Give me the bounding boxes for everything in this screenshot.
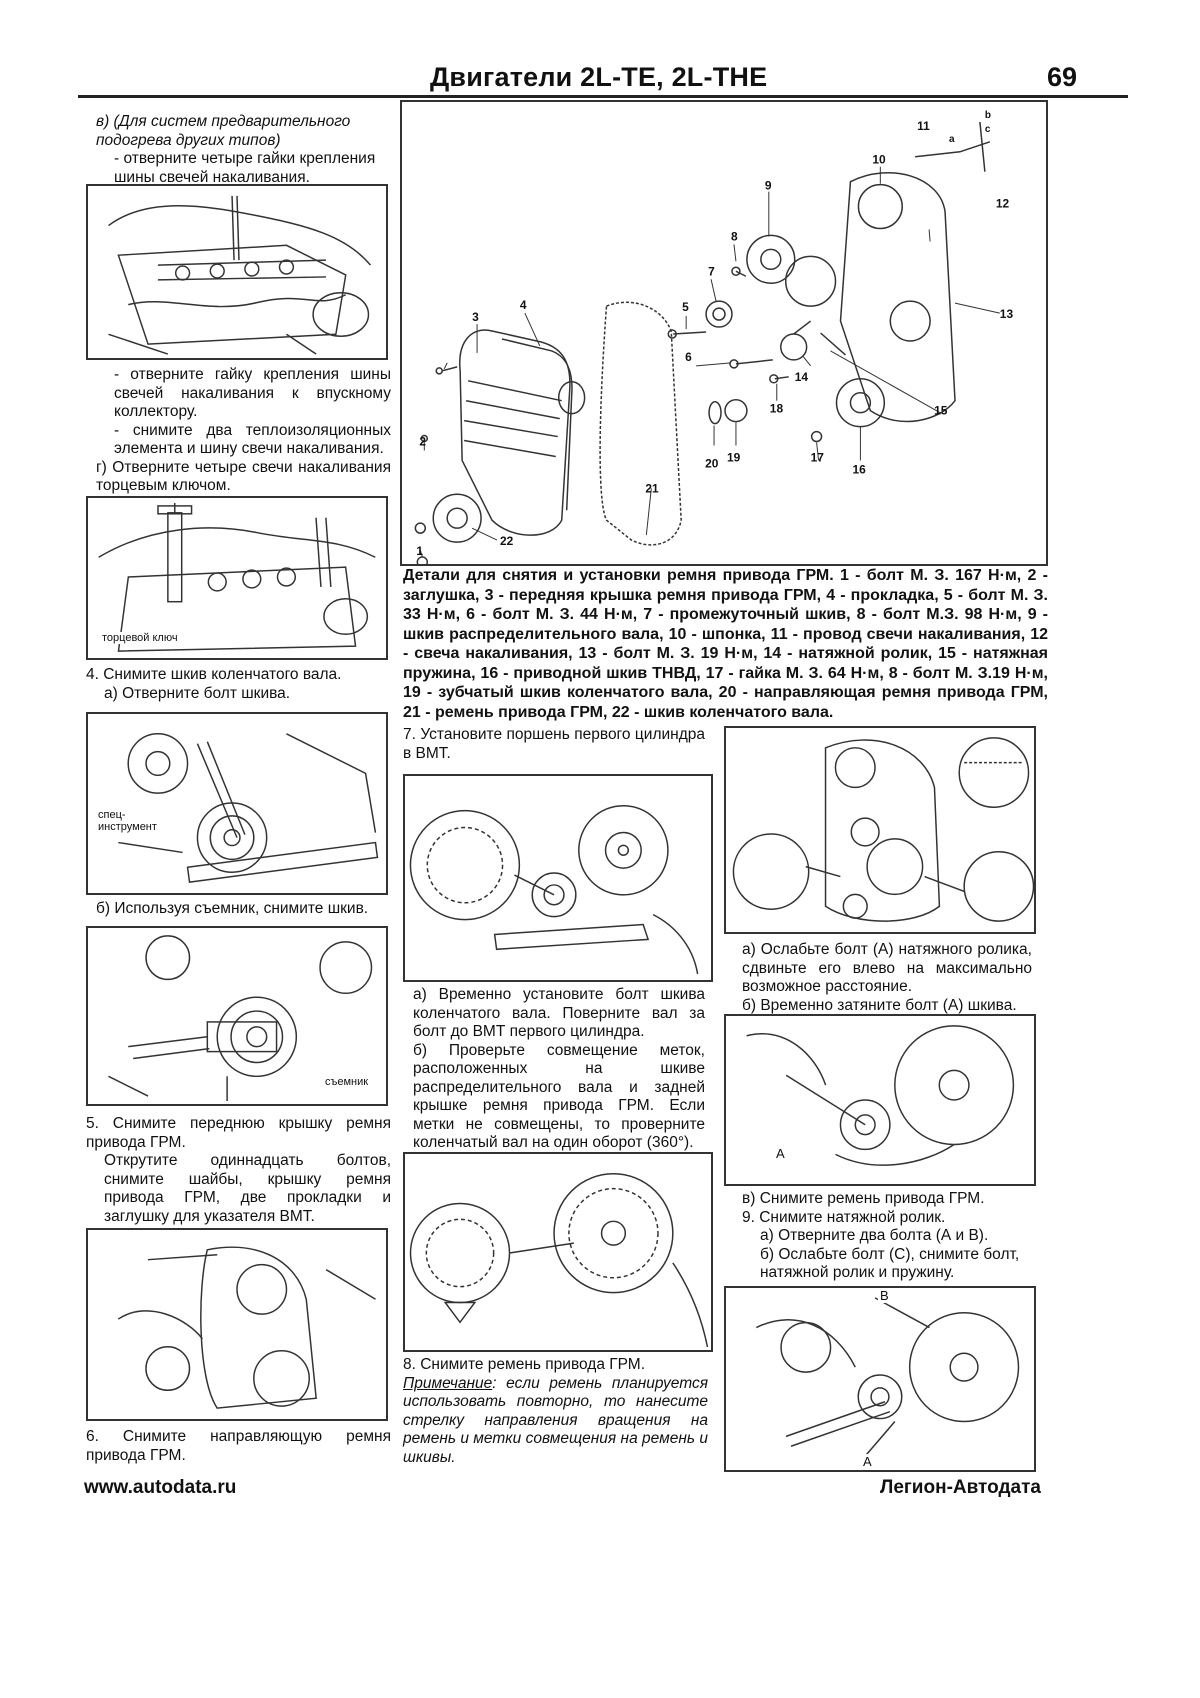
engine-illustration-7 (409, 1173, 709, 1348)
callout-3: 3 (472, 310, 479, 324)
callout-9: 9 (765, 179, 772, 193)
mid-note-text: : если ремень планируется использовать п… (403, 1374, 708, 1466)
callout-17: 17 (811, 450, 825, 464)
mid-step-7b: б) Проверьте совмещение меток, расположе… (413, 1041, 705, 1152)
callout-letter-b: b (985, 110, 991, 121)
engine-illustration-4 (108, 935, 373, 1102)
callout-18: 18 (770, 402, 784, 416)
callout-15: 15 (934, 404, 948, 418)
engine-illustration-8 (732, 737, 1034, 922)
left-step-v-cont: - отверните гайку крепления шины свечей … (96, 366, 391, 496)
engine-illustration-9 (746, 1025, 1015, 1166)
right-step-9: в) Снимите ремень привода ГРМ. 9. Снимит… (742, 1190, 1034, 1283)
figure-tensioner-bolt: A (724, 1014, 1036, 1186)
left-step-4b: б) Используя съемник, снимите шкив. (96, 900, 369, 917)
figure-remove-tensioner: B A (724, 1286, 1036, 1472)
fig2-label: торцевой ключ (100, 632, 180, 644)
figure-belt-guide (86, 1228, 388, 1421)
mid-step-8-title: 8. Снимите ремень привода ГРМ. (403, 1356, 646, 1373)
right-step-8b: б) Временно затяните болт (А) шкива. (742, 996, 1017, 1014)
right-step-9a: а) Отверните два болта (А и В). (760, 1227, 989, 1244)
left-step-g: г) Отверните четыре свечи накаливания то… (96, 458, 391, 495)
figure-pulley-bolt: спец-инструмент (86, 712, 388, 895)
callout-21: 21 (645, 481, 659, 495)
right-step-8a: а) Ослабьте болт (А) натяжного ролика, с… (742, 941, 1032, 995)
callout-14: 14 (795, 370, 809, 384)
left-step-5: 5. Снимите переднюю крышку ремня привода… (86, 1115, 391, 1226)
left-step-v: в) (Для систем предварительного подогрев… (96, 113, 391, 187)
callout-letter-c: c (985, 124, 991, 135)
right-step-9b: б) Ослабьте болт (С), снимите болт, натя… (760, 1245, 1020, 1282)
figure-exploded-timing-parts: 1 2 3 4 5 6 7 8 9 10 11 12 13 14 15 16 1… (400, 100, 1048, 566)
callout-22: 22 (500, 534, 514, 548)
engine-illustration-10 (756, 1297, 1020, 1457)
right-step-8v: в) Снимите ремень привода ГРМ. (742, 1190, 985, 1207)
right-step-9-title: 9. Снимите натяжной ролик. (742, 1208, 946, 1226)
figure-socket-wrench: торцевой ключ (86, 496, 388, 660)
left-step-6: 6. Снимите направляющую ремня привода ГР… (86, 1428, 391, 1464)
mid-step-7: 7. Установите поршень первого цилиндра в… (403, 726, 705, 762)
callout-19: 19 (727, 450, 741, 464)
left-step-v-italic: в) (Для систем предварительного подогрев… (96, 113, 351, 149)
figure-crank-tdc (403, 774, 713, 982)
callout-letter-a: a (949, 134, 955, 145)
figure-puller: съемник (86, 926, 388, 1106)
diagram-caption: Детали для снятия и установки ремня прив… (403, 567, 1048, 721)
header-rule (78, 95, 1128, 98)
left-step-5-title: 5. Снимите переднюю крышку ремня привода… (86, 1115, 391, 1151)
callout-11: 11 (917, 119, 930, 133)
callout-16: 16 (852, 462, 866, 476)
mid-step-8: 8. Снимите ремень привода ГРМ. Примечани… (403, 1356, 708, 1467)
mid-step-7ab: а) Временно установите болт шкива коленч… (413, 986, 705, 1153)
callout-6: 6 (685, 350, 692, 364)
left-step-4a: а) Отверните болт шкива. (104, 684, 291, 702)
fig-r3-label-a: A (861, 1454, 874, 1469)
left-step-4-title: 4. Снимите шкив коленчатого вала. (86, 666, 342, 683)
engine-illustration-3 (118, 733, 379, 883)
callout-5: 5 (682, 300, 689, 314)
engine-illustration-1 (108, 195, 372, 355)
fig-r2-label: A (774, 1146, 787, 1161)
left-step-v-1: - отверните четыре гайки крепления шины … (114, 150, 376, 186)
page-number: 69 (1047, 62, 1078, 92)
callout-2: 2 (419, 435, 426, 449)
callout-12: 12 (996, 197, 1010, 211)
engine-illustration-5 (117, 1246, 376, 1409)
mid-note-label: Примечание (403, 1374, 493, 1392)
callout-4: 4 (520, 298, 527, 312)
exploded-diagram: 1 2 3 4 5 6 7 8 9 10 11 12 13 14 15 16 1… (414, 110, 1014, 564)
callout-13: 13 (1000, 307, 1014, 321)
engine-illustration-2 (98, 502, 376, 652)
left-step-4: 4. Снимите шкив коленчатого вала. а) Отв… (86, 666, 391, 703)
callout-7: 7 (708, 264, 715, 278)
figure-glow-plug-bus (86, 184, 388, 360)
figure-cam-marks (403, 1152, 713, 1352)
callout-20: 20 (705, 456, 719, 470)
left-step-v-2: - отверните гайку крепления шины свечей … (114, 366, 391, 420)
figure-tensioner-overview (724, 726, 1036, 934)
page-header-title: Двигатели 2L-TE, 2L-THE (430, 62, 768, 92)
engine-illustration-6 (409, 804, 699, 975)
footer-publisher: Легион-Автодата (880, 1477, 1041, 1498)
fig3-label: спец-инструмент (96, 809, 170, 833)
left-step-5-text: Открутите одиннадцать болтов, снимите ша… (104, 1152, 391, 1225)
left-step-v-3: - снимите два теплоизоляционных элемента… (114, 421, 391, 458)
callout-1: 1 (416, 544, 423, 558)
callout-8: 8 (731, 229, 738, 243)
right-step-8ab: а) Ослабьте болт (А) натяжного ролика, с… (742, 941, 1032, 1015)
fig-r3-label-b: B (878, 1288, 891, 1303)
fig4-label: съемник (323, 1076, 371, 1088)
footer-website: www.autodata.ru (84, 1477, 237, 1498)
callout-10: 10 (872, 153, 886, 167)
mid-step-7a: а) Временно установите болт шкива коленч… (413, 986, 705, 1040)
